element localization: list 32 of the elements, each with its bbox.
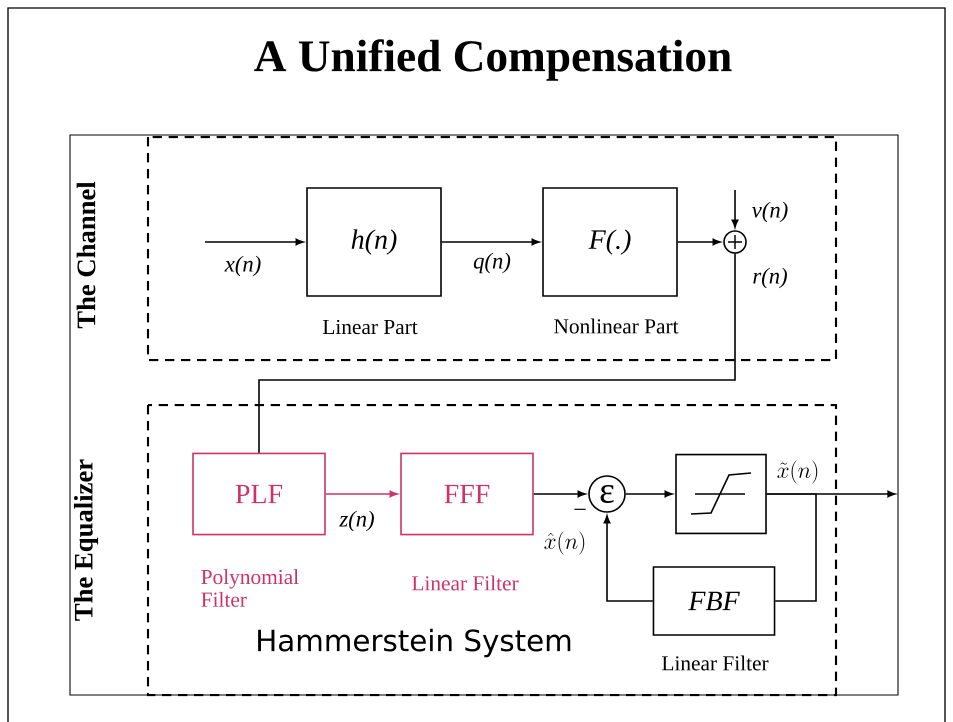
box-caption: Nonlinear Part bbox=[554, 318, 678, 334]
node-label: The Equalizer bbox=[74, 459, 98, 621]
box-caption: Polynomial Filter bbox=[201, 569, 299, 607]
block-box: F(.) bbox=[542, 187, 678, 297]
arrow bbox=[732, 190, 738, 228]
arrow bbox=[678, 238, 721, 246]
box-caption: Linear Part bbox=[322, 320, 418, 334]
arrow bbox=[205, 238, 304, 246]
minus-sign: − bbox=[574, 508, 586, 510]
box-caption: Linear Filter bbox=[662, 656, 768, 671]
limiter-box bbox=[675, 454, 767, 534]
block-box: h(n) bbox=[306, 187, 442, 297]
node-label: The Channel bbox=[76, 182, 96, 328]
signal-label: r(n) bbox=[751, 266, 789, 290]
arrow bbox=[326, 490, 398, 498]
signal-label: z(n) bbox=[338, 509, 376, 533]
signal-label: x(n) bbox=[223, 254, 263, 278]
box-caption: Linear Filter bbox=[412, 576, 518, 591]
arrow bbox=[626, 490, 673, 498]
arrow bbox=[604, 515, 653, 602]
block-box: FBF bbox=[652, 566, 776, 636]
signal-label: v(n) bbox=[750, 200, 790, 224]
system-label: Hammerstein System bbox=[258, 628, 570, 658]
signal-label: $\tilde{x}(n)$ bbox=[775, 459, 821, 485]
arrow bbox=[534, 490, 586, 498]
summing-junction bbox=[723, 230, 747, 254]
title: A Unified Compensation bbox=[254, 39, 732, 81]
block-box: FFF bbox=[400, 452, 534, 536]
signal-label: q(n) bbox=[472, 251, 512, 275]
block-box: PLF bbox=[192, 452, 326, 536]
arrow bbox=[442, 238, 540, 246]
signal-label: $\hat{x}(n)$ bbox=[542, 530, 588, 556]
